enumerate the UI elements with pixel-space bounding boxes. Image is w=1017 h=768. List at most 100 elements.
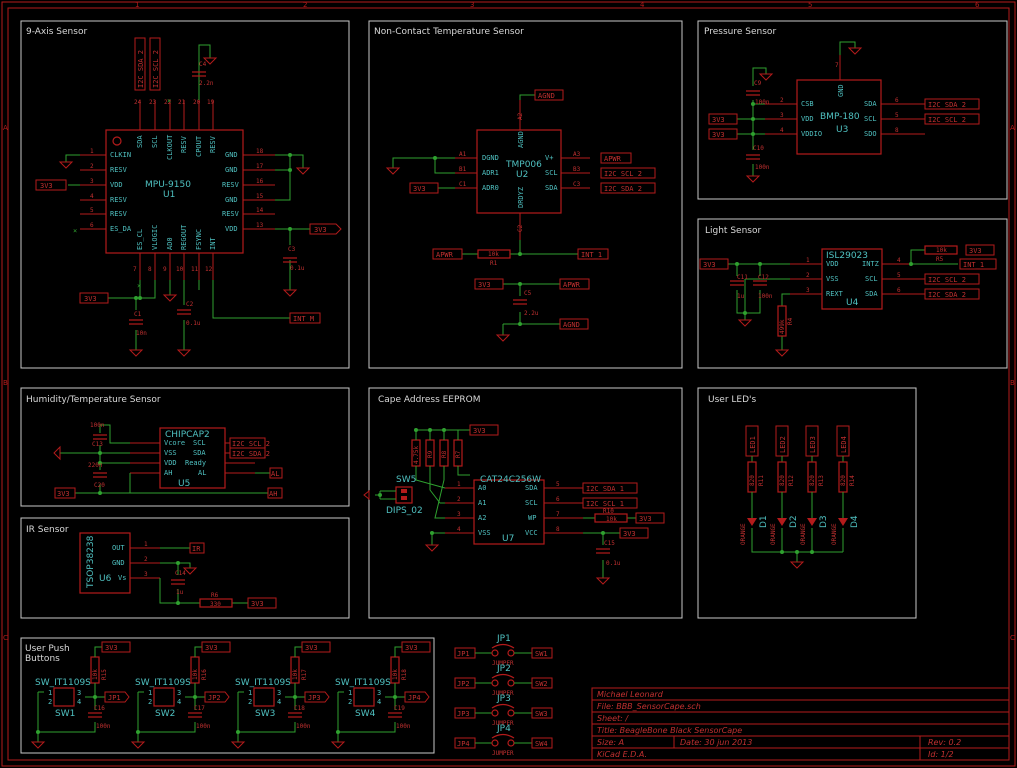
- col-marker: 6: [975, 1, 980, 9]
- net-label-int-m: INT_M: [289, 312, 321, 324]
- svg-text:CPOUT: CPOUT: [195, 135, 203, 157]
- svg-text:100n: 100n: [755, 99, 770, 106]
- net-label-ir: IR: [189, 542, 205, 554]
- led-channel-1: LED1 820 R11 ORANGE D1: [740, 425, 843, 553]
- u6-wires: [159, 547, 248, 605]
- net-label-3v3: [401, 641, 431, 653]
- svg-text:16: 16: [256, 178, 264, 185]
- svg-text:R15: R15: [101, 669, 108, 680]
- svg-text:100n: 100n: [96, 723, 111, 730]
- svg-text:C4: C4: [199, 61, 207, 68]
- svg-text:A1: A1: [478, 499, 486, 507]
- svg-text:A2: A2: [517, 112, 524, 120]
- section-title: Buttons: [25, 654, 60, 664]
- svg-text:0.1u: 0.1u: [290, 265, 305, 272]
- ground-icon: [182, 567, 198, 575]
- svg-text:JP2: JP2: [208, 694, 221, 702]
- svg-text:3V3: 3V3: [205, 644, 218, 652]
- svg-text:15: 15: [256, 193, 264, 200]
- svg-text:JP4: JP4: [408, 694, 421, 702]
- svg-text:10k: 10k: [488, 251, 499, 258]
- svg-text:3V3: 3V3: [712, 131, 725, 139]
- svg-text:SCL: SCL: [545, 169, 558, 177]
- net-label-scl: I2C_SCL_2: [924, 113, 980, 125]
- svg-text:Vs: Vs: [118, 574, 126, 582]
- svg-text:OUT: OUT: [112, 544, 125, 552]
- svg-text:3V3: 3V3: [703, 261, 716, 269]
- section-box: [20, 20, 350, 369]
- svg-text:VSS: VSS: [826, 275, 839, 283]
- svg-text:C1: C1: [134, 311, 142, 318]
- ground-icon: [774, 349, 790, 357]
- svg-text:ORANGE: ORANGE: [740, 523, 747, 545]
- svg-text:VDDIO: VDDIO: [801, 130, 822, 138]
- ground-icon: [128, 349, 144, 357]
- svg-text:2.2n: 2.2n: [199, 80, 214, 87]
- button-ref: SW1: [55, 709, 75, 719]
- net-label-3v3: [101, 641, 131, 653]
- svg-text:3V3: 3V3: [478, 281, 491, 289]
- svg-text:1: 1: [806, 257, 810, 264]
- row-marker: A: [3, 124, 8, 132]
- ground-icon: [595, 577, 611, 585]
- svg-text:1: 1: [148, 689, 152, 697]
- svg-text:5: 5: [556, 481, 560, 488]
- svg-text:I2C_SDA_2: I2C_SDA_2: [928, 291, 966, 299]
- net-label-sda: I2C_SDA_1: [582, 482, 638, 494]
- row-marker: B: [1010, 379, 1015, 387]
- net-label-3v3: 3V3: [474, 278, 504, 290]
- svg-text:220n: 220n: [88, 462, 103, 469]
- svg-text:JUMPER: JUMPER: [492, 690, 514, 697]
- svg-text:C19: C19: [394, 705, 405, 712]
- svg-text:JP1: JP1: [108, 694, 121, 702]
- svg-text:JP3: JP3: [308, 694, 321, 702]
- ground-icon: [202, 57, 218, 65]
- svg-text:I2C_SCL_2: I2C_SCL_2: [928, 116, 966, 124]
- net-label-int: INT_1: [577, 248, 609, 260]
- net-label-apwr: APWR: [432, 248, 463, 260]
- svg-text:14: 14: [256, 207, 264, 214]
- net-label-3v3: 3V3: [469, 424, 499, 436]
- svg-text:7: 7: [556, 511, 560, 518]
- svg-text:ORANGE: ORANGE: [800, 523, 807, 545]
- svg-text:I2C_SCL_2: I2C_SCL_2: [604, 170, 642, 178]
- svg-text:I2C_SDA_2: I2C_SDA_2: [604, 185, 642, 193]
- svg-text:10n: 10n: [136, 330, 147, 337]
- col-marker: 1: [135, 1, 139, 9]
- svg-text:AGND: AGND: [538, 92, 555, 100]
- svg-text:10k: 10k: [192, 669, 199, 680]
- svg-text:GND: GND: [837, 84, 845, 97]
- svg-text:1u: 1u: [176, 589, 184, 596]
- ground-icon: [230, 741, 246, 749]
- svg-text:3V3: 3V3: [314, 226, 327, 234]
- u2-name: TMP006: [505, 160, 542, 170]
- dip-switch-sw5[interactable]: SW5 DIPS_02: [375, 475, 423, 516]
- svg-text:3: 3: [377, 689, 381, 697]
- net-label-3v3: 3V3: [79, 292, 109, 304]
- svg-text:C13: C13: [92, 441, 103, 448]
- svg-text:I2C_SCL_2: I2C_SCL_2: [928, 276, 966, 284]
- svg-text:I2C_SDA_1: I2C_SDA_1: [586, 485, 624, 493]
- svg-text:GND: GND: [225, 196, 238, 204]
- svg-text:D2: D2: [789, 515, 799, 528]
- svg-text:R9: R9: [427, 450, 434, 458]
- net-label-3v3: 3V3: [699, 258, 729, 270]
- svg-text:2: 2: [248, 698, 252, 706]
- section-box: [368, 387, 683, 619]
- svg-text:R6: R6: [211, 592, 219, 599]
